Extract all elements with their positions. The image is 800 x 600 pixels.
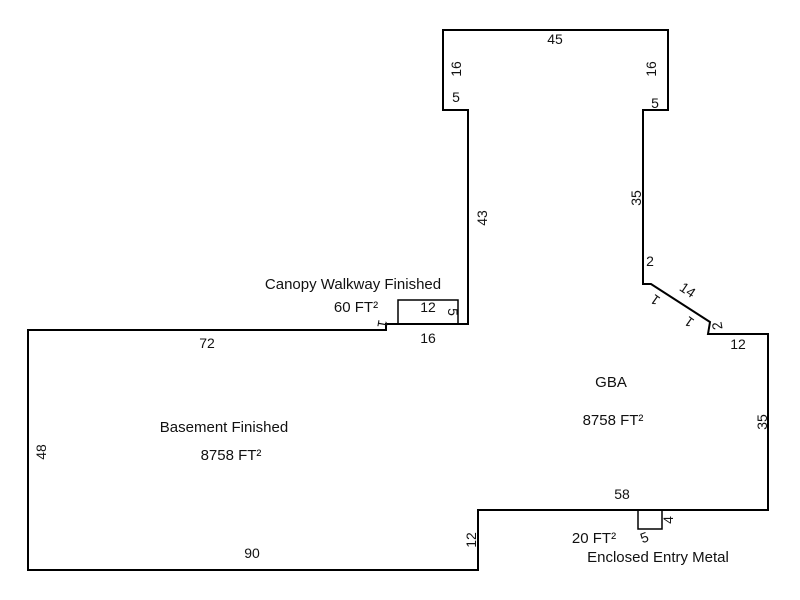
dim-left-side: 48 [33, 444, 49, 460]
dim-canopy-depth: 5 [445, 308, 461, 316]
canopy-area: 60 FT² [334, 299, 378, 316]
dim-notch-left: 5 [452, 89, 460, 105]
dim-canopy-width: 12 [420, 299, 436, 315]
dim-entry-depth: 4 [660, 516, 676, 524]
building-outline [27, 29, 769, 571]
basement-area: 8758 FT² [201, 447, 262, 464]
dim-top-left-vert: 16 [448, 61, 464, 77]
dim-top-left: 72 [199, 335, 215, 351]
entry-area: 20 FT² [572, 530, 616, 547]
dim-bottom: 90 [244, 545, 260, 561]
dim-diag-main: 14 [677, 279, 699, 301]
dim-tower-right: 35 [628, 190, 644, 206]
dim-right-side: 35 [754, 414, 770, 430]
dim-canopy-bottom: 16 [420, 330, 436, 346]
enclosed-entry-outline [637, 509, 663, 530]
dim-right-top: 12 [730, 336, 746, 352]
dim-diag-top: 2 [646, 253, 654, 269]
basement-label: Basement Finished [160, 419, 288, 436]
dim-entry-width: 5 [638, 528, 651, 546]
dim-canopy-step: 1 [374, 319, 391, 330]
dim-diag-a: 1 [647, 291, 663, 309]
gba-label: GBA [595, 374, 627, 391]
canopy-label: Canopy Walkway Finished [265, 276, 441, 293]
dim-top: 45 [547, 31, 563, 47]
gba-area: 8758 FT² [583, 412, 644, 429]
dim-notch-right: 5 [651, 95, 659, 111]
dim-bottom-right: 58 [614, 486, 630, 502]
dim-diag-b: 1 [681, 313, 697, 331]
entry-label: Enclosed Entry Metal [587, 549, 729, 566]
dim-top-right-vert: 16 [643, 61, 659, 77]
dim-diag-step: 2 [708, 320, 725, 331]
dim-step-down: 12 [463, 532, 479, 548]
canopy-walkway-outline [397, 299, 459, 325]
dim-tower-left: 43 [474, 210, 490, 226]
